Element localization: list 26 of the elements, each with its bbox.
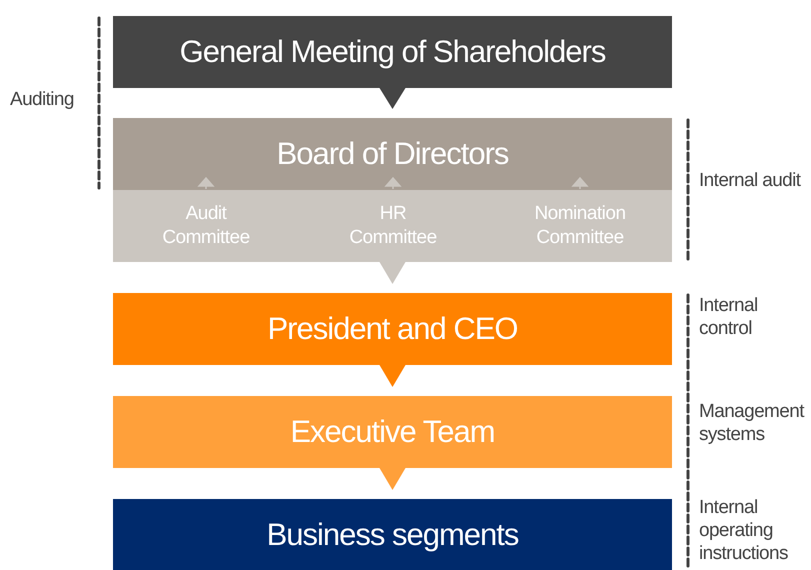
arrow [380,262,406,284]
arrow [198,177,215,190]
arrow [380,88,406,109]
level-title: Executive Team [290,414,495,450]
committee-name: Audit Committee [161,202,251,250]
level-box [113,16,672,88]
side-label: Management systems [699,400,806,446]
level-box [113,396,672,468]
committee-band [113,190,672,262]
level-title: Board of Directors [276,136,508,172]
level-box [113,118,672,190]
side-label: Internal audit [699,169,802,192]
side-label: Auditing [10,88,75,111]
arrow [380,468,406,490]
committee-name: HR Committee [348,202,438,250]
level-box [113,499,672,570]
arrow [385,177,402,190]
level-title: President and CEO [267,312,518,346]
arrow [380,365,406,387]
level-title: General Meeting of Shareholders [180,34,606,70]
arrow [572,177,589,190]
level-box [113,293,672,365]
committee-name: Nomination Committee [533,202,627,250]
side-label: Internal operating instructions [699,496,789,565]
side-label: Internal control [699,294,759,340]
level-title: Business segments [266,518,518,552]
